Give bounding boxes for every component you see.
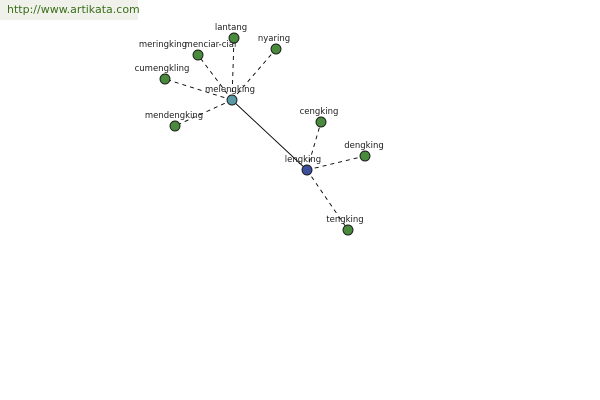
node-lantang[interactable]	[228, 32, 240, 44]
node-label-nyaring: nyaring	[258, 34, 290, 44]
node-nyaring[interactable]	[270, 43, 282, 55]
edges-layer	[164, 37, 366, 231]
node-label-meringking: meringking	[139, 40, 187, 50]
node-meringking[interactable]	[192, 49, 204, 61]
watermark-url: http://www.artikata.com	[0, 0, 140, 20]
node-label-mendengking: mendengking	[145, 111, 203, 121]
node-label-lantang: lantang	[215, 23, 247, 33]
node-lengking[interactable]	[301, 164, 313, 176]
node-cumengkling[interactable]	[159, 73, 171, 85]
node-label-cengking: cengking	[300, 107, 339, 117]
edge-melengking-nyaring	[231, 48, 277, 101]
node-mendengking[interactable]	[169, 120, 181, 132]
edge-lengking-dengking	[306, 155, 366, 171]
edge-melengking-cumengkling	[164, 78, 233, 101]
edge-melengking-mendengking	[174, 99, 233, 127]
node-dengking[interactable]	[359, 150, 371, 162]
edge-melengking-meringking	[197, 54, 233, 101]
edge-melengking-lantang	[231, 37, 235, 101]
node-label-menciar-ciar: menciar-ciar	[185, 40, 238, 50]
node-melengking[interactable]	[226, 94, 238, 106]
node-cengking[interactable]	[315, 116, 327, 128]
node-tengking[interactable]	[342, 224, 354, 236]
node-label-melengking: melengking	[205, 85, 255, 95]
node-label-cumengkling: cumengkling	[135, 64, 190, 74]
node-label-lengking: lengking	[285, 155, 321, 165]
edge-melengking-lengking	[231, 99, 308, 171]
edge-lengking-cengking	[306, 121, 322, 171]
node-label-tengking: tengking	[326, 215, 363, 225]
node-label-dengking: dengking	[344, 141, 383, 151]
